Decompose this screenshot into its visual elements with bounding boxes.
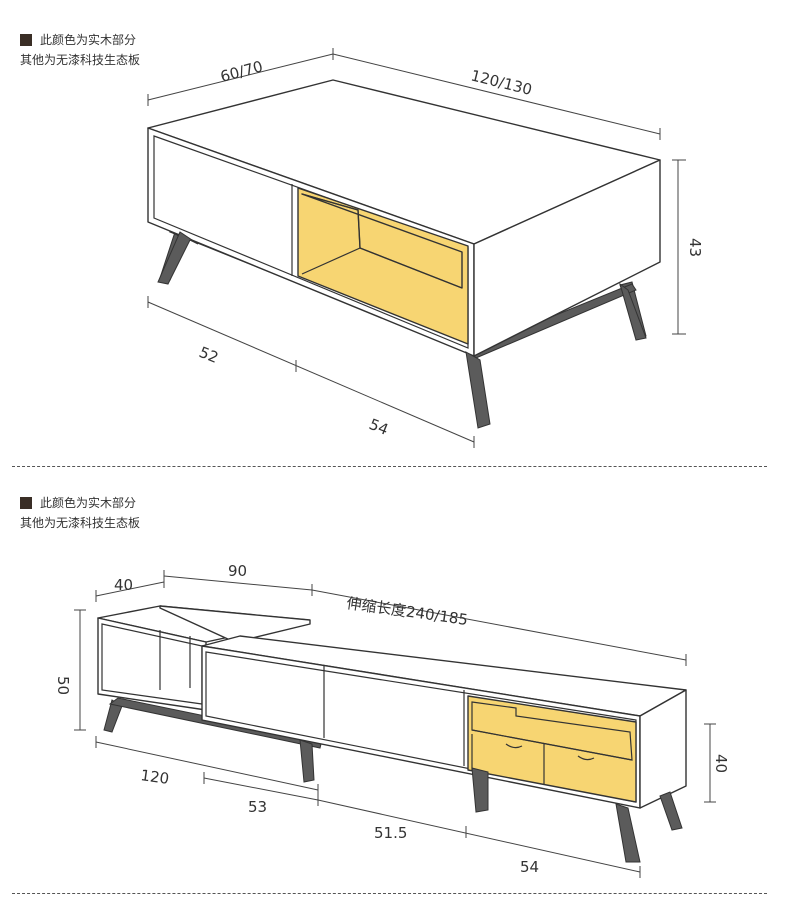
- legend-bottom: 此颜色为实木部分 其他为无漆科技生态板: [20, 493, 140, 533]
- dim-base-width: 54: [367, 415, 391, 439]
- dim-seg2: 51.5: [374, 824, 407, 842]
- leg-main-back-right: [659, 791, 683, 831]
- table-side: [473, 159, 661, 357]
- dim-extend-length: 伸缩长度240/185: [345, 594, 469, 629]
- dim-right-height: 40: [712, 754, 730, 773]
- legend-line-2: 其他为无漆科技生态板: [20, 53, 141, 67]
- legend-line-1: 此颜色为实木部分: [40, 496, 137, 510]
- tv-stand: 40 90 伸缩长度240/185 50 40 120 53 51.5 54: [54, 562, 730, 878]
- dim-left-height: 50: [54, 676, 72, 695]
- leg-left-rear: [299, 739, 315, 783]
- dim-base-depth: 52: [197, 343, 221, 367]
- dim-depth: 60/70: [218, 57, 264, 86]
- dashed-divider: [12, 893, 767, 894]
- dim-height: 43: [686, 238, 704, 257]
- open-shelf-wood: [297, 187, 469, 345]
- legend-top: 此颜色为实木部分 其他为无漆科技生态板: [20, 30, 140, 70]
- leg-front-center: [465, 351, 491, 429]
- coffee-table: 60/70 120/130 43 52 54: [147, 48, 704, 448]
- dim-side-depth: 40: [114, 576, 133, 594]
- dim-seg3: 54: [520, 858, 539, 876]
- tv-wood-compartment: [467, 695, 637, 803]
- dim-seg1: 53: [248, 798, 267, 816]
- solid-wood-swatch: [20, 497, 32, 509]
- leg-main-mid: [471, 767, 489, 813]
- dim-length-left: 120: [139, 766, 170, 788]
- leg-front-left: [157, 231, 199, 285]
- dim-width: 120/130: [469, 66, 534, 99]
- legend-line-1: 此颜色为实木部分: [40, 33, 137, 47]
- dim-top-shelf: 90: [228, 562, 247, 580]
- solid-wood-swatch: [20, 34, 32, 46]
- leg-main-front-right: [615, 803, 641, 863]
- dashed-divider: [12, 466, 767, 467]
- main-side: [639, 689, 687, 809]
- legend-line-2: 其他为无漆科技生态板: [20, 516, 141, 530]
